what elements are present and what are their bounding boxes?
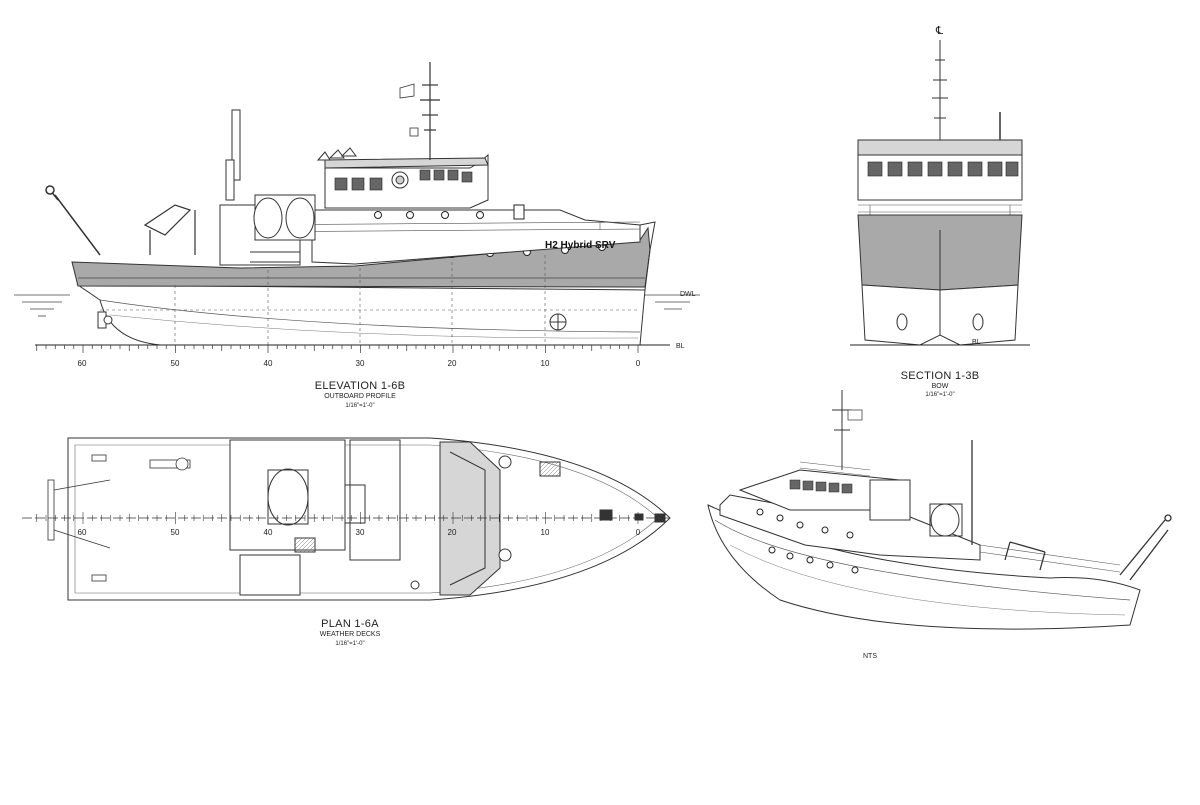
perspective-windows (789, 479, 853, 494)
elevation-ruler-number: 60 (78, 359, 87, 368)
section-mast (932, 40, 948, 140)
centerline-mark: ℄ (935, 25, 943, 37)
plan-ruler-number: 20 (448, 528, 457, 537)
plan-ruler-number: 60 (78, 528, 87, 537)
elevation-subtitle: OUTBOARD PROFILE (324, 393, 396, 400)
station-lines (100, 255, 640, 345)
elevation-title: ELEVATION 1-6B (314, 380, 406, 392)
stern-a-frame (45, 185, 101, 256)
section-scale: 1/16"=1'-0" (925, 392, 955, 398)
ruler-labels: 60 50 40 30 20 10 0 60 50 40 30 20 10 0 (78, 359, 641, 537)
plan-scale: 1/16"=1'-0" (335, 641, 365, 647)
section-windows (867, 161, 1019, 177)
perspective-note: NTS (863, 653, 877, 660)
plan-view (47, 437, 671, 601)
knuckle-crane (143, 204, 196, 255)
plan-ruler-number: 50 (171, 528, 180, 537)
plan-ruler-number: 10 (541, 528, 550, 537)
elevation-ruler-number: 0 (636, 359, 641, 368)
elevation-ruler-number: 10 (541, 359, 550, 368)
hull-band (71, 226, 651, 288)
plan-ruler-number: 30 (356, 528, 365, 537)
water-line-right (645, 294, 700, 310)
perspective-view (707, 390, 1172, 630)
elevation-scale: 1/16"=1'-0" (345, 403, 375, 409)
plan-title: PLAN 1-6A (321, 618, 379, 630)
plan-ruler (22, 512, 672, 524)
bl-label-section: BL (972, 339, 981, 346)
section-subtitle: BOW (931, 383, 949, 390)
elevation-view (14, 62, 700, 346)
elevation-ruler-number: 40 (264, 359, 273, 368)
hull-name-label: H2 Hybrid SRV (545, 240, 616, 251)
elevation-ruler-number: 20 (448, 359, 457, 368)
bl-label-elevation: BL (676, 343, 685, 350)
wheelhouse-windows (334, 169, 473, 191)
elevation-ruler-number: 30 (356, 359, 365, 368)
plan-deck-outline (67, 437, 671, 601)
aft-winch (219, 109, 316, 266)
section-title: SECTION 1-3B (900, 370, 980, 382)
water-line-left (14, 294, 70, 317)
plan-ruler-number: 40 (264, 528, 273, 537)
plan-ruler-number: 0 (636, 528, 641, 537)
mast (399, 62, 440, 160)
section-view (850, 40, 1030, 346)
dwl-label: DWL (680, 291, 696, 298)
plan-subtitle: WEATHER DECKS (319, 631, 381, 638)
elevation-ruler-number: 50 (171, 359, 180, 368)
elevation-ruler (36, 345, 639, 353)
